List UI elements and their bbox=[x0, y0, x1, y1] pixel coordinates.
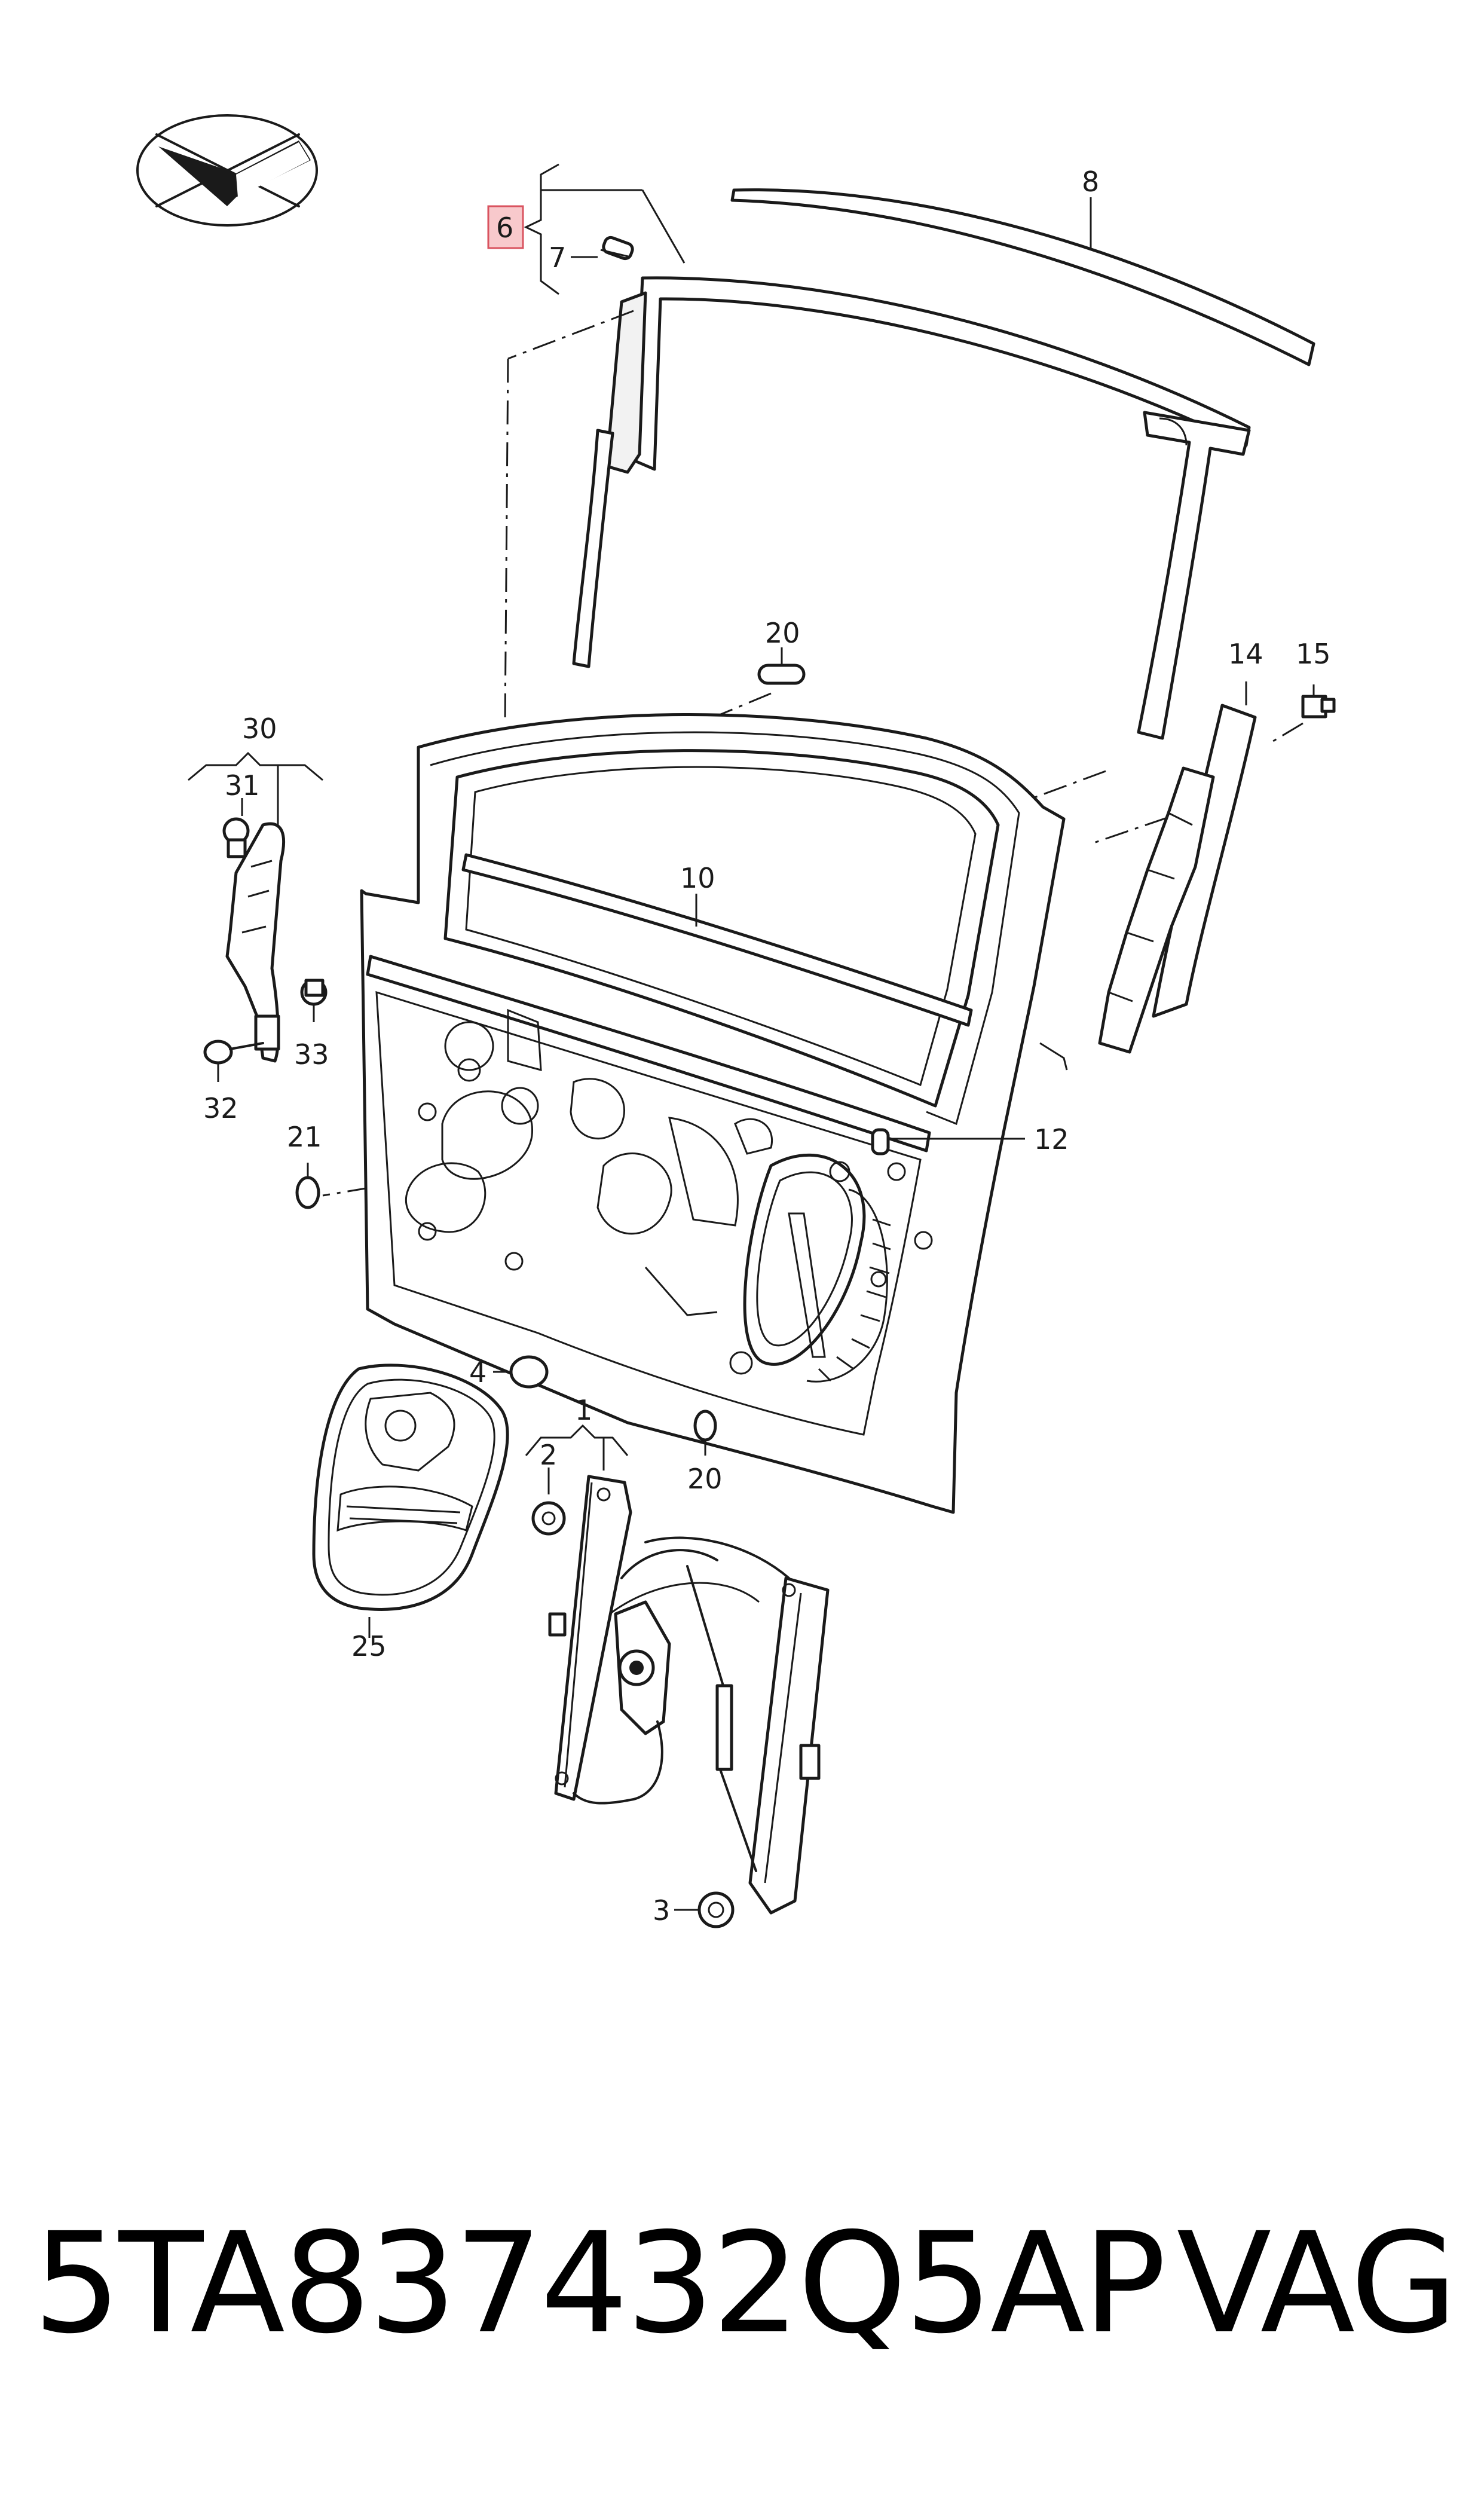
callout-31: 31 bbox=[225, 769, 260, 802]
callout-8: 8 bbox=[1082, 166, 1099, 198]
part-4-plug bbox=[493, 1355, 549, 1389]
part-32-screw bbox=[203, 1040, 264, 1082]
part-30-bracket bbox=[225, 822, 286, 1063]
part-number: 5TA837432Q5AP bbox=[33, 2203, 1166, 2364]
callout-7: 7 bbox=[549, 241, 566, 274]
callout-4: 4 bbox=[469, 1356, 486, 1389]
part-31-bolt bbox=[222, 817, 250, 858]
callout-21: 21 bbox=[287, 1121, 322, 1153]
callout-3: 3 bbox=[653, 1894, 670, 1927]
part-15-clip bbox=[1301, 684, 1336, 719]
callout-6: 6 bbox=[496, 212, 513, 244]
callout-33: 33 bbox=[294, 1038, 329, 1071]
part-12-plug bbox=[871, 1128, 1025, 1155]
callout-1-bracket bbox=[525, 1424, 629, 1494]
part-14-trim bbox=[1098, 681, 1257, 1054]
part-25-cover bbox=[312, 1364, 509, 1638]
door-shell bbox=[360, 713, 1068, 1514]
callout-2: 2 bbox=[540, 1439, 557, 1471]
callout-6-highlight bbox=[487, 205, 524, 249]
callout-6-bracket bbox=[524, 163, 686, 295]
callout-10: 10 bbox=[680, 862, 715, 894]
part-20-upper-plug bbox=[757, 647, 806, 685]
callout-30-bracket bbox=[188, 751, 323, 828]
callout-12: 12 bbox=[1034, 1123, 1069, 1155]
callout-15: 15 bbox=[1296, 638, 1331, 670]
callout-leaders bbox=[695, 197, 1092, 927]
part-21-plug bbox=[295, 1163, 320, 1209]
callout-30: 30 bbox=[242, 713, 277, 745]
callout-20-lower: 20 bbox=[687, 1463, 723, 1495]
brand-name: VAG bbox=[1176, 2203, 1458, 2364]
part-33-nut bbox=[300, 979, 328, 1022]
part-8-upper-seal bbox=[730, 188, 1315, 366]
part-1-regulator bbox=[548, 1475, 830, 1915]
manufacturer-logo-icon bbox=[136, 114, 318, 227]
part-3-nut bbox=[674, 1891, 735, 1928]
callout-20-upper: 20 bbox=[765, 617, 800, 649]
part-20-lower-plug bbox=[693, 1410, 717, 1456]
part-2-nut bbox=[531, 1501, 566, 1536]
callout-14: 14 bbox=[1228, 638, 1263, 670]
part-7-clip bbox=[600, 236, 634, 261]
callout-labels: 1 2 3 4 6 7 8 10 12 14 15 20 20 21 25 30… bbox=[203, 166, 1331, 1927]
part-6-window-channel bbox=[572, 276, 1251, 740]
part-number-caption: 5TA837432Q5AP VAG bbox=[33, 2203, 1458, 2364]
callout-1: 1 bbox=[575, 1394, 592, 1426]
callout-32: 32 bbox=[203, 1092, 238, 1124]
callout-25: 25 bbox=[351, 1630, 387, 1662]
